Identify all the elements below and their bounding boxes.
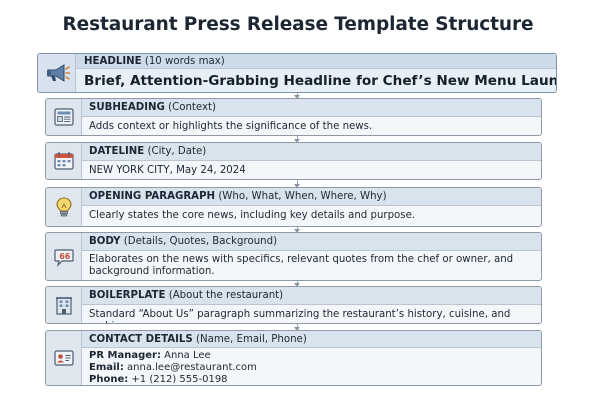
contact-phone: Phone: +1 (212) 555-0198 [89, 374, 228, 385]
megaphone-icon [38, 54, 76, 92]
flow-arrow [294, 136, 300, 143]
body-section: 66 BODY (Details, Quotes, Background) El… [45, 232, 542, 281]
subheading-label: SUBHEADING (Context) [89, 102, 216, 113]
svg-text:66: 66 [59, 252, 71, 261]
flow-arrow [294, 93, 300, 99]
newspaper-icon [46, 99, 82, 135]
contact-details-content: PR Manager: Anna Lee Email: anna.lee@res… [89, 350, 535, 385]
subheading-content: Adds context or highlights the significa… [89, 121, 373, 132]
opening-paragraph-content: Clearly states the core news, including … [89, 210, 416, 221]
dateline-label: DATELINE (City, Date) [89, 146, 207, 157]
body-content: Elaborates on the news with specifics, r… [89, 254, 514, 278]
flow-arrow [294, 324, 300, 331]
flow-arrow [294, 180, 300, 188]
page-title: Restaurant Press Release Template Struct… [62, 14, 534, 35]
contact-details-section: CONTACT DETAILS (Name, Email, Phone) PR … [45, 330, 542, 386]
quote-bubble-icon: 66 [46, 233, 82, 280]
lightbulb-icon [46, 188, 82, 226]
contact-manager: PR Manager: Anna Lee [89, 350, 211, 361]
calendar-icon [46, 143, 82, 179]
opening-paragraph-section: OPENING PARAGRAPH (Who, What, When, Wher… [45, 187, 542, 227]
building-icon [46, 287, 82, 323]
contact-email: Email: anna.lee@restaurant.com [89, 362, 257, 373]
boilerplate-label: BOILERPLATE (About the restaurant) [89, 290, 284, 301]
boilerplate-section: BOILERPLATE (About the restaurant) Stand… [45, 286, 542, 324]
flow-arrow [294, 281, 300, 287]
headline-content: Brief, Attention-Grabbing Headline for C… [84, 73, 557, 89]
contact-details-label: CONTACT DETAILS (Name, Email, Phone) [89, 334, 307, 345]
flow-arrow [294, 227, 300, 233]
contact-card-icon [46, 331, 82, 385]
headline-label: HEADLINE (10 words max) [84, 56, 225, 67]
dateline-section: DATELINE (City, Date) NEW YORK CITY, May… [45, 142, 542, 180]
subheading-section: SUBHEADING (Context) Adds context or hig… [45, 98, 542, 136]
boilerplate-content: Standard “About Us” paragraph summarizin… [89, 309, 511, 323]
dateline-content: NEW YORK CITY, May 24, 2024 [89, 165, 246, 176]
opening-paragraph-label: OPENING PARAGRAPH (Who, What, When, Wher… [89, 191, 387, 202]
headline-section: HEADLINE (10 words max) Brief, Attention… [37, 53, 557, 93]
body-label: BODY (Details, Quotes, Background) [89, 236, 278, 247]
